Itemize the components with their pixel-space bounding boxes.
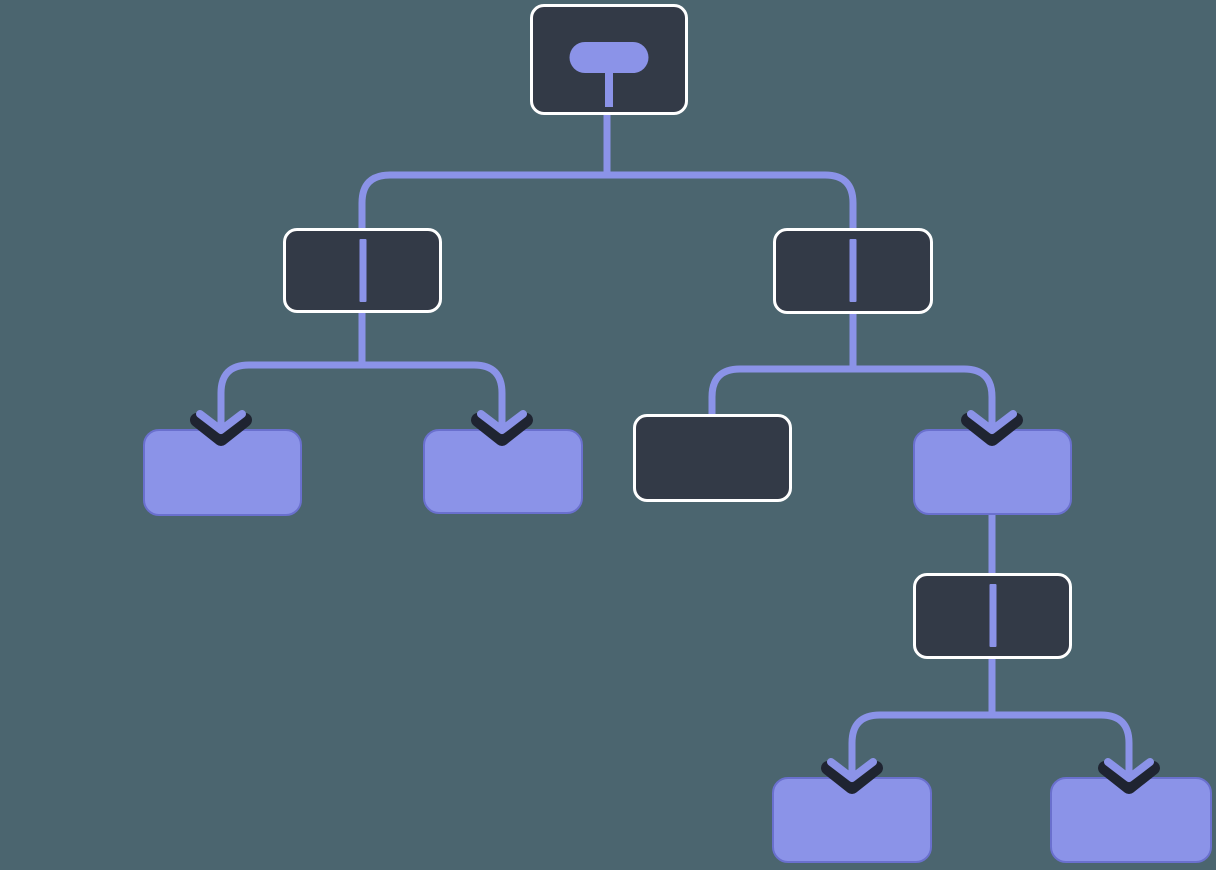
- branch-node-left[interactable]: [283, 228, 442, 313]
- arrow-into-leaf-5: [1098, 753, 1160, 794]
- branch-node-middle[interactable]: [913, 573, 1072, 659]
- chevron-light-icon: [1104, 758, 1154, 782]
- chevron-dark-icon: [961, 413, 1023, 446]
- arrow-into-leaf-1: [190, 405, 252, 446]
- edge-level1-split: [358, 171, 857, 228]
- root-stem-icon: [605, 71, 613, 107]
- branch-node-right[interactable]: [773, 228, 933, 314]
- chevron-dark-icon: [821, 761, 883, 794]
- arrow-into-leaf-4: [821, 753, 883, 794]
- edge-left-split: [217, 361, 506, 430]
- edge-right-split: [708, 365, 996, 430]
- chevron-dark-icon: [1098, 761, 1160, 794]
- root-pill-icon: [569, 42, 649, 73]
- stage-node-dark[interactable]: [633, 414, 792, 502]
- root-node[interactable]: [530, 4, 688, 115]
- arrow-into-leaf-3: [961, 405, 1023, 446]
- chevron-light-icon: [827, 758, 877, 782]
- pass-through-line-icon: [359, 239, 366, 302]
- pass-through-line-icon: [989, 584, 996, 647]
- chevron-light-icon: [196, 410, 246, 434]
- edge-bottom-split: [848, 711, 1133, 778]
- chevron-dark-icon: [190, 413, 252, 446]
- pass-through-line-icon: [849, 239, 857, 302]
- arrow-into-leaf-2: [471, 405, 533, 446]
- chevron-light-icon: [477, 410, 527, 434]
- chevron-dark-icon: [471, 413, 533, 446]
- chevron-light-icon: [967, 410, 1017, 434]
